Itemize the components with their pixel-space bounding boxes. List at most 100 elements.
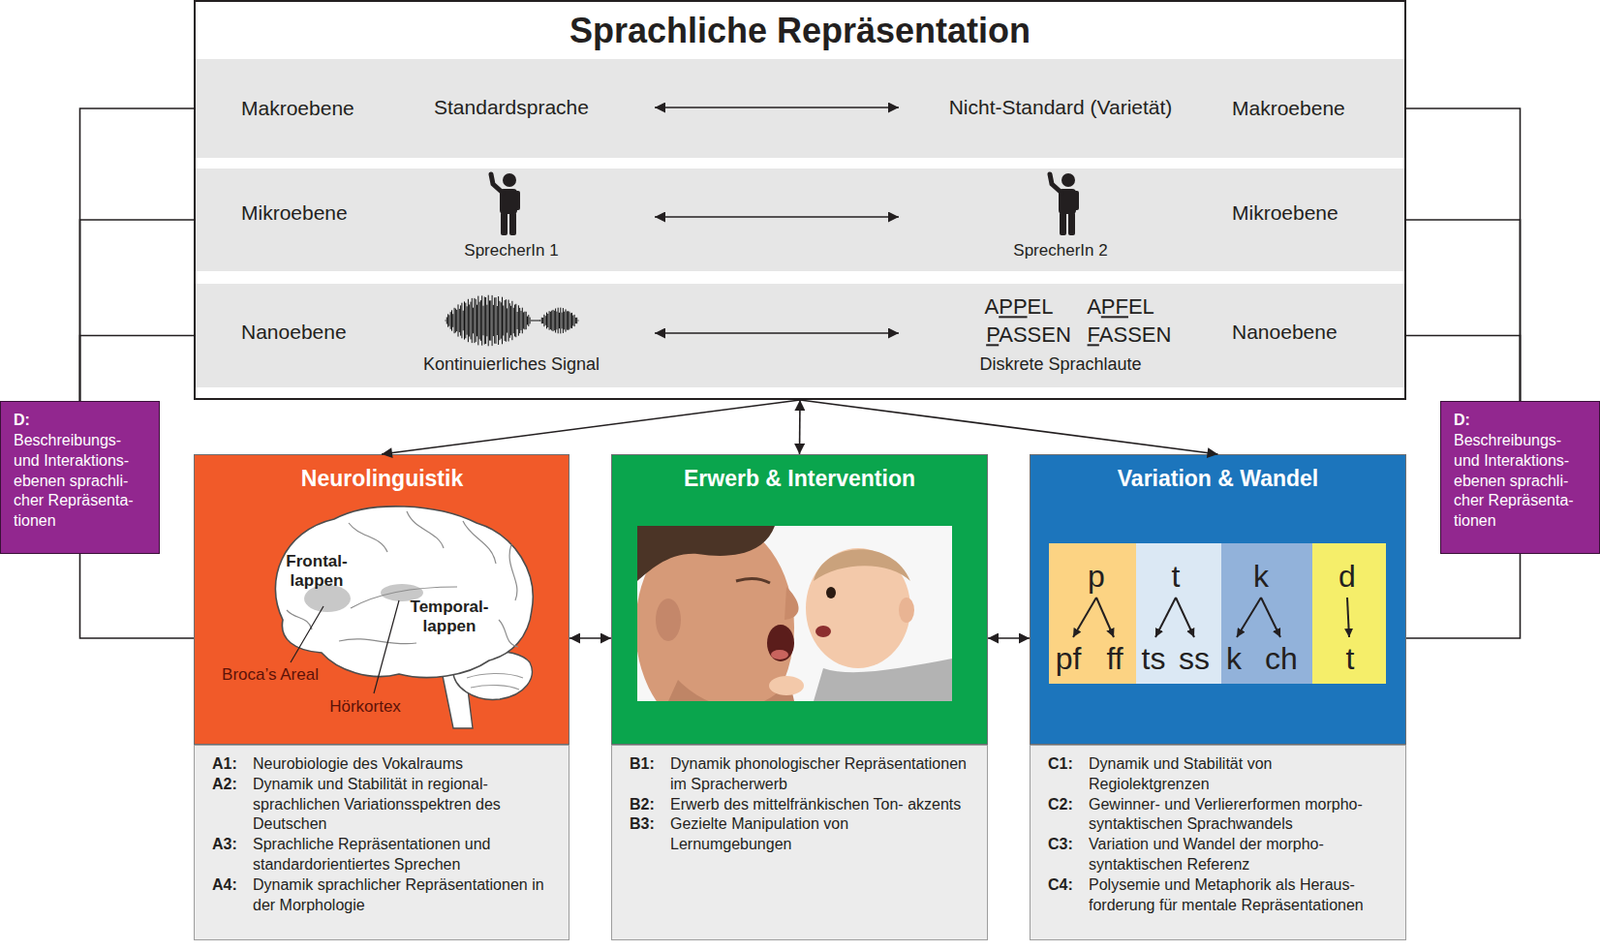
bracket-box: D:Beschreibungs- und Interaktions- ebene…	[0, 400, 160, 554]
photo-illustration	[736, 578, 770, 584]
word-part: ASSEN	[998, 322, 1072, 347]
concept-label: Nicht-Standard (Varietät)	[900, 94, 1221, 120]
word-part: EL	[1027, 294, 1054, 319]
phoneme-letter: p	[1087, 558, 1106, 595]
bracket-line	[1404, 108, 1521, 401]
word-part: PP	[998, 294, 1027, 319]
photo-illustration	[655, 598, 681, 642]
list-column: B1:Dynamik phonologischer Repräsentation…	[611, 754, 988, 856]
project-list-box: B1:Dynamik phonologischer Repräsentation…	[611, 744, 988, 941]
phoneme-letter: t	[1171, 558, 1181, 595]
list-column: A1:Neurobiologie des VokalraumsA2:Dynami…	[193, 754, 570, 916]
level-label: Makroebene	[241, 95, 406, 121]
list-item: Variation und Wandel der morpho- syntakt…	[1088, 834, 1391, 876]
connector-arrow	[987, 637, 1030, 640]
signal-label: Kontinuierliches Signal	[370, 354, 652, 376]
list-item: Dynamik phonologischer Repräsentationen …	[670, 754, 973, 796]
title-text: Sprachliche Repräsentation	[431, 9, 1169, 52]
photo-illustration	[813, 549, 911, 582]
level-label: Nanoebene	[241, 319, 406, 344]
brain-label: Hörkortex	[329, 697, 401, 717]
list-row: C1: Dynamik und Stabilität von Regiolektg…	[1029, 754, 1391, 796]
photo-illustration	[767, 624, 795, 662]
photo-illustration	[637, 525, 775, 582]
sound-shift-chart	[1221, 543, 1313, 684]
bracket-text: Beschreibungs- und Interaktions- ebenen …	[13, 430, 150, 532]
word-sample: FASSEN	[1087, 322, 1172, 347]
brain-label: Temporal- lappen	[405, 597, 493, 636]
list-item: Dynamik und Stabilität in regional- spra…	[252, 774, 555, 835]
photo-illustration	[637, 525, 795, 702]
list-row: A3:Sprachliche Repräsentationen und stan…	[193, 834, 555, 876]
bracket-line	[80, 336, 197, 402]
photo-illustration	[668, 679, 795, 702]
brain-label: Frontal- lappen	[277, 552, 356, 590]
phoneme-letter: pf	[1055, 641, 1082, 677]
list-row: B2:Erwerb des mittelfränkischen Ton- akz…	[611, 795, 973, 816]
word-part: F	[1087, 322, 1100, 347]
photo-illustration	[826, 586, 836, 599]
list-number: A1:	[212, 754, 238, 775]
photo-illustration	[784, 586, 800, 620]
sound-shift-chart	[1073, 597, 1350, 638]
concept-node: Standardsprache	[368, 88, 655, 127]
list-item: Polysemie und Metaphorik als Heraus- for…	[1088, 875, 1391, 917]
photo-illustration	[815, 625, 831, 638]
word-part: ASSEN	[1099, 322, 1172, 347]
connector-arrow	[799, 400, 801, 455]
list-number: A3:	[212, 834, 238, 856]
box-heading: Neurolinguistik	[203, 465, 562, 493]
level-label: Mikroebene	[241, 200, 406, 225]
list-number: C3:	[1047, 834, 1074, 856]
project-list-box: C1: Dynamik und Stabilität von Regiolektg…	[1029, 744, 1407, 941]
list-column: C1: Dynamik und Stabilität von Regiolektg…	[1029, 754, 1407, 916]
word-sample: PASSEN	[985, 322, 1072, 347]
bracket-line	[1404, 336, 1521, 402]
sound-shift-chart	[1136, 543, 1222, 684]
speaker-label: SprecherIn 2	[900, 241, 1221, 261]
sound-shift-chart	[1155, 597, 1176, 638]
list-row: B1:Dynamik phonologischer Repräsentation…	[611, 754, 973, 796]
concept-node: Nicht-Standard (Varietät)	[898, 88, 1223, 127]
list-row: B3:Gezielte Manipulation von Lernumgebun…	[611, 814, 973, 856]
brain-drawing	[275, 506, 533, 729]
brain-label: Broca’s Areal	[221, 665, 319, 685]
level-label: Mikroebene	[1231, 200, 1397, 225]
level-band: MakroebeneMakroebeneStandardspracheNicht…	[195, 59, 1405, 158]
photo-illustration	[805, 548, 911, 669]
list-number: C4:	[1047, 875, 1074, 896]
level-band: NanoebeneNanoebeneKontinuierliches Signa…	[195, 283, 1405, 388]
list-number: C1:	[1047, 754, 1074, 775]
sound-shift-chart	[1175, 597, 1195, 638]
level-label: Makroebene	[1231, 95, 1397, 121]
list-row: A4:Dynamik sprachlicher Repräsentationen…	[193, 875, 555, 917]
phoneme-letter: k	[1226, 641, 1242, 677]
sound-shift-chart	[1261, 597, 1281, 638]
phoneme-letter: ts	[1141, 641, 1167, 677]
sound-shift-chart	[1096, 597, 1114, 638]
word-part: P	[985, 322, 999, 347]
level-band: Mikroebene MikroebeneSprecherIn 1 Sprecher…	[195, 168, 1405, 272]
speaker-label: SprecherIn 1	[370, 241, 652, 261]
list-item: Dynamik und Stabilität von Regiolektgren…	[1088, 754, 1391, 796]
list-row: A2:Dynamik und Stabilität in regional- s…	[193, 774, 555, 835]
bracket-line	[80, 553, 195, 639]
list-number: A4:	[212, 875, 238, 896]
bracket-line	[80, 108, 197, 401]
bracket-line	[80, 219, 197, 401]
sound-shift-chart	[1347, 597, 1350, 638]
speaker-node: SprecherIn 2	[898, 170, 1223, 264]
phoneme-letter: t	[1346, 641, 1355, 677]
sound-shift-chart	[1312, 543, 1386, 684]
sound-shift-chart	[1236, 597, 1262, 638]
photo-illustration	[637, 525, 953, 702]
sound-shift-chart	[1048, 543, 1137, 684]
list-row: C2:Gewinner- und Verliererformen morpho-…	[1029, 795, 1391, 836]
sound-shift-chart	[1048, 543, 1386, 684]
phoneme-letter: ss	[1178, 641, 1210, 677]
bracket-text: Beschreibungs- und Interaktions- ebenen …	[1453, 430, 1590, 532]
list-item: Gewinner- und Verliererformen morpho-syn…	[1088, 795, 1391, 836]
bracket-box: D:Beschreibungs- und Interaktions- ebene…	[1440, 400, 1600, 554]
frame-box: Sprachliche RepräsentationMakroebene Makr…	[193, 0, 1407, 400]
